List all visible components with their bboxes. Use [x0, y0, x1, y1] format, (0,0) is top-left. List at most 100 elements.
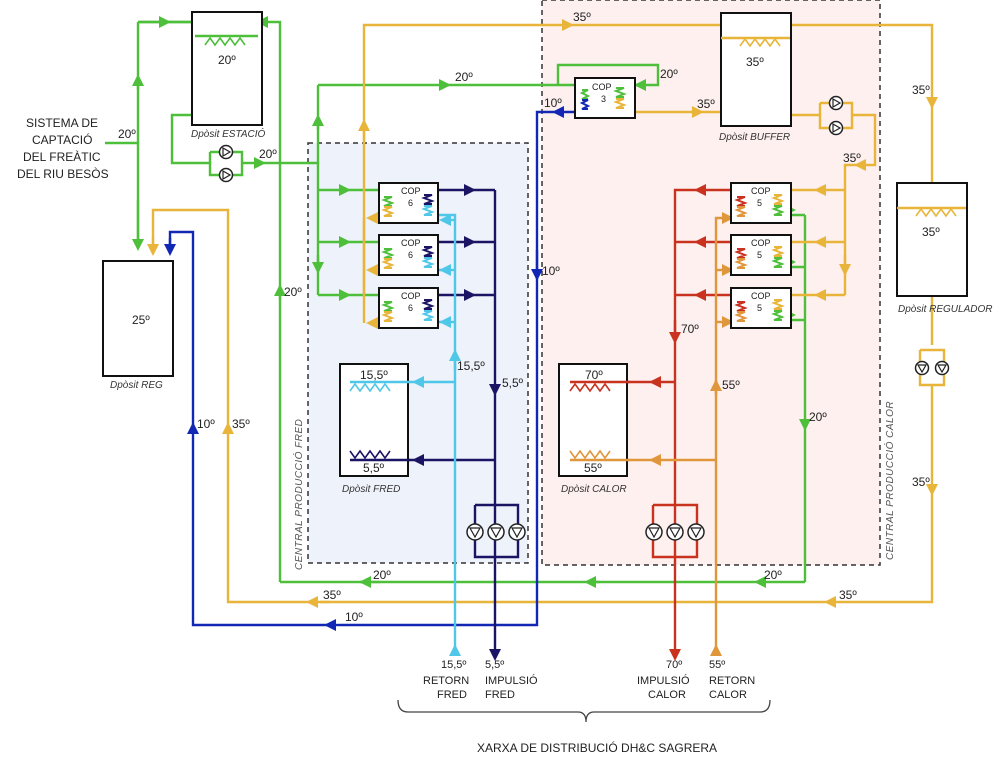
heat-pump-hot-3: COP 5 [730, 287, 792, 329]
source-line-1: SISTEMA DE [26, 116, 98, 130]
heat-pump-cold-2: COP 6 [378, 234, 439, 276]
temp-bottom-green-right: 20º [764, 568, 782, 582]
output-impulsio-fred-temp: 5,5º [485, 659, 504, 671]
pump-estacio-1-icon [218, 144, 234, 160]
tank-calor-temp-top: 70º [585, 368, 603, 382]
pump-fred-2-icon [487, 523, 505, 541]
hp-hot-1-cop-label: COP [751, 186, 771, 196]
tank-reg: 25º Dpòsit REG [102, 260, 174, 391]
source-line-4: DEL RIU BESÒS [17, 166, 109, 181]
output-retorn-calor: 55º RETORN CALOR [709, 659, 755, 701]
yellow-pipes [147, 19, 946, 608]
tank-regulador-temp: 35º [922, 225, 940, 239]
temp-orange-return: 55º [722, 378, 740, 392]
hp-booster-cop-value: 3 [601, 94, 606, 104]
pump-regulador-1-icon [914, 360, 930, 376]
temp-bottom-yellow-left: 35º [323, 588, 341, 602]
hp-cold-1-cop-value: 6 [408, 198, 413, 208]
source-line-2: CAPTACIÓ [32, 132, 92, 147]
output-retorn-calor-temp: 55º [709, 659, 725, 671]
blue-pipes [164, 106, 587, 631]
output-impulsio-calor-line2: CALOR [648, 689, 686, 701]
tank-buffer: 35º Dpòsit BUFFER [719, 12, 792, 143]
output-impulsio-calor-line1: IMPULSIÓ [637, 674, 690, 687]
tank-reg-name: Dpòsit REG [110, 380, 163, 391]
tank-calor-temp-bottom: 55º [584, 461, 602, 475]
hp-hot-1-cop-value: 5 [757, 198, 762, 208]
temp-booster-green: 20º [660, 67, 678, 81]
temp-regulador-in: 35º [912, 83, 930, 97]
tank-estacio-name: Dpòsit ESTACIÓ [191, 127, 265, 140]
tank-fred-name: Dpòsit FRED [342, 484, 400, 495]
output-impulsio-fred: 5,5º IMPULSIÓ FRED [485, 659, 538, 701]
hp-cold-1-cop-label: COP [401, 186, 421, 196]
pump-regulador-2-icon [934, 360, 950, 376]
output-retorn-fred-line2: FRED [437, 689, 467, 701]
hp-cold-3-cop-label: COP [401, 291, 421, 301]
hp-cold-2-cop-label: COP [401, 238, 421, 248]
temp-blue-vertical: 10º [542, 264, 560, 278]
hp-hot-2-cop-label: COP [751, 238, 771, 248]
output-retorn-fred-temp: 15,5º [441, 659, 466, 671]
output-impulsio-fred-line2: FRED [485, 689, 515, 701]
temp-red-supply: 70º [681, 322, 699, 336]
heat-pump-booster: COP 3 [574, 77, 636, 119]
temp-regulador-out: 35º [912, 475, 930, 489]
output-retorn-calor-line1: RETORN [709, 675, 755, 687]
hp-cold-2-cop-value: 6 [408, 250, 413, 260]
heat-pump-cold-3: COP 6 [378, 287, 439, 329]
output-retorn-calor-line2: CALOR [709, 689, 747, 701]
tank-estacio-temp: 20º [218, 53, 236, 67]
hp-booster-cop-label: COP [592, 82, 612, 92]
temp-navy-supply: 5,5º [502, 376, 524, 390]
tank-buffer-temp: 35º [746, 55, 764, 69]
pump-calor-3-icon [687, 523, 705, 541]
heat-pump-hot-2: COP 5 [730, 234, 792, 276]
temperature-labels: 20º 20º 20º 20º 10º 35º 35º 35º 35º 20º … [118, 10, 930, 624]
temp-cyan-return: 15,5º [457, 359, 485, 373]
pump-calor-2-icon [666, 523, 684, 541]
tank-calor-name: Dpòsit CALOR [561, 484, 627, 495]
hp-hot-3-cop-value: 5 [757, 303, 762, 313]
pump-fred-1-icon [466, 523, 484, 541]
tank-fred: 15,5º 5,5º Dpòsit FRED [339, 363, 410, 495]
temp-green-left-vertical: 20º [284, 285, 302, 299]
tank-fred-temp-bottom: 5,5º [363, 461, 385, 475]
pump-estacio-2-icon [218, 167, 234, 183]
pump-buffer-2-icon [828, 120, 844, 136]
pump-calor-1-icon [645, 523, 663, 541]
output-impulsio-calor: 70º IMPULSIÓ CALOR [637, 659, 690, 701]
temp-bottom-green-left: 20º [373, 568, 391, 582]
hp-hot-3-cop-label: COP [751, 291, 771, 301]
output-impulsio-fred-line1: IMPULSIÓ [485, 674, 538, 687]
tank-fred-temp-top: 15,5º [360, 368, 388, 382]
heat-pump-cold-1: COP 6 [378, 182, 439, 224]
tank-reg-temp: 25º [132, 313, 150, 327]
heat-pump-hot-1: COP 5 [730, 182, 792, 224]
hp-cold-3-cop-value: 6 [408, 303, 413, 313]
temp-green-right-vertical: 20º [809, 410, 827, 424]
temp-bottom-yellow-right: 35º [839, 588, 857, 602]
pump-buffer-1-icon [828, 95, 844, 111]
tank-regulador: 35º Dpòsit REGULADOR [896, 182, 992, 315]
temp-buffer-pump-out: 35º [843, 151, 861, 165]
tank-regulador-name: Dpòsit REGULADOR [898, 304, 992, 315]
output-retorn-fred-line1: RETORN [423, 675, 469, 687]
temp-reg-yellow: 35º [232, 417, 250, 431]
temp-booster-blue: 10º [544, 96, 562, 110]
cold-zone-label: CENTRAL PRODUCCIÓ FRED [292, 419, 305, 570]
output-retorn-fred: 15,5º RETORN FRED [423, 659, 469, 701]
hot-zone-label: CENTRAL PRODUCCIÓ CALOR [883, 401, 896, 560]
tank-estacio: 20º Dpòsit ESTACIÓ [191, 11, 265, 140]
tank-buffer-name: Dpòsit BUFFER [719, 132, 790, 143]
tank-calor: 70º 55º Dpòsit CALOR [558, 363, 630, 495]
temp-estacio-out: 20º [259, 147, 277, 161]
temp-reg-blue: 10º [197, 417, 215, 431]
temp-booster-out: 35º [697, 97, 715, 111]
hp-hot-2-cop-value: 5 [757, 250, 762, 260]
temp-top-yellow: 35º [573, 10, 591, 24]
temp-green-top: 20º [455, 70, 473, 84]
source-line-3: DEL FREÀTIC [23, 149, 101, 164]
pump-fred-3-icon [508, 523, 526, 541]
